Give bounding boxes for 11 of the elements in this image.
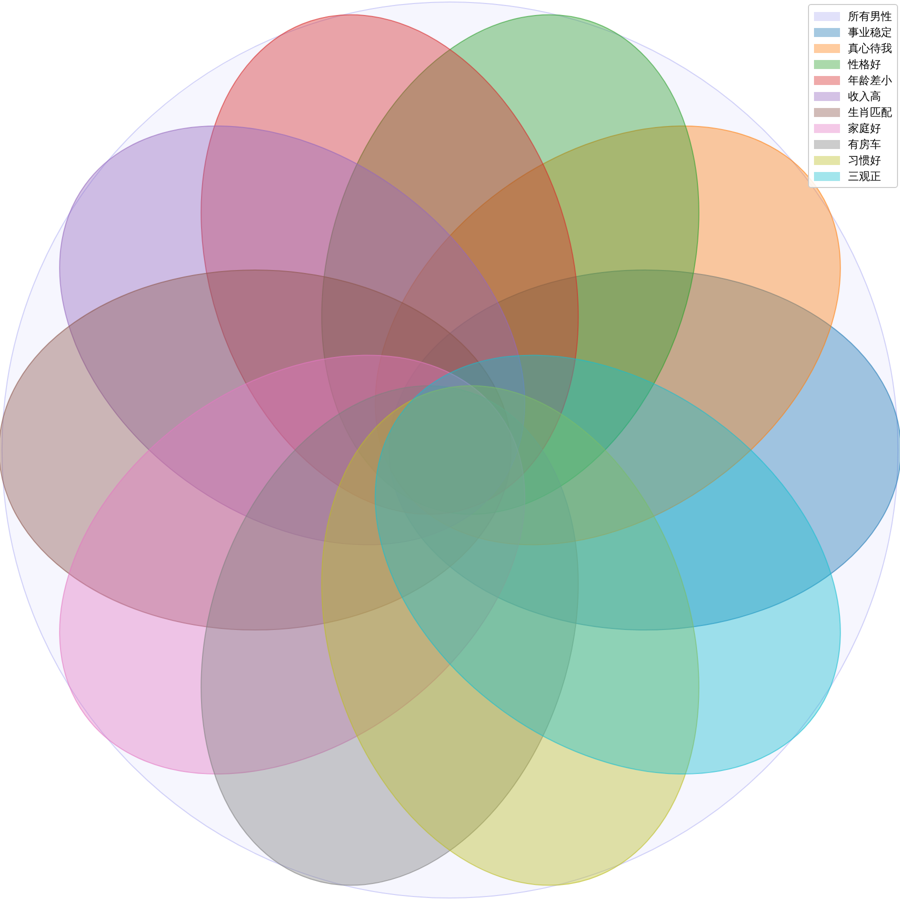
legend-label: 性格好 <box>848 56 881 72</box>
legend-label: 生肖匹配 <box>848 104 892 120</box>
legend-label: 所有男性 <box>848 8 892 24</box>
legend-label: 家庭好 <box>848 120 881 136</box>
legend-label: 收入高 <box>848 88 881 104</box>
legend-label: 年龄差小 <box>848 72 892 88</box>
legend-label: 事业稳定 <box>848 24 892 40</box>
legend-label: 三观正 <box>848 168 881 184</box>
legend-label: 有房车 <box>848 136 881 152</box>
legend-label: 真心待我 <box>848 40 892 56</box>
legend-label: 习惯好 <box>848 152 881 168</box>
